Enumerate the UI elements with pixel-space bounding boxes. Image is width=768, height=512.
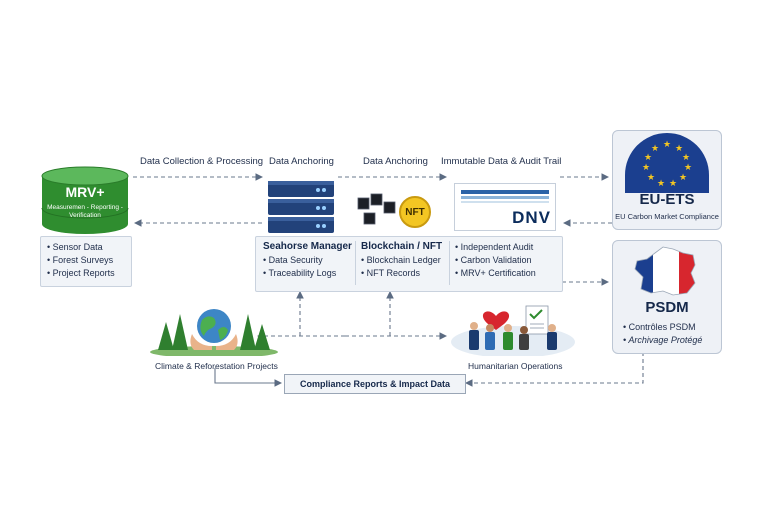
france-map-icon bbox=[623, 245, 709, 297]
blockchain-item: NFT Records bbox=[361, 267, 442, 280]
humanitarian-illustration bbox=[448, 302, 578, 356]
audit-section: Independent Audit Carbon Validation MRV+… bbox=[455, 241, 536, 280]
svg-text:★: ★ bbox=[684, 163, 692, 173]
psdm-item: Archivage Protégé bbox=[623, 334, 702, 347]
label-data-anchoring-2: Data Anchoring bbox=[363, 156, 428, 167]
mrv-data-panel: Sensor Data Forest Surveys Project Repor… bbox=[40, 236, 132, 287]
seahorse-item: Data Security bbox=[263, 254, 352, 267]
svg-text:★: ★ bbox=[682, 153, 690, 163]
panel-divider bbox=[355, 241, 356, 285]
mrv-item: Forest Surveys bbox=[47, 254, 115, 267]
svg-text:★: ★ bbox=[675, 144, 683, 154]
eu-ets-title: EU-ETS bbox=[639, 191, 695, 208]
eu-ets-subtitle: EU Carbon Market Compliance bbox=[615, 212, 719, 221]
blockchain-section: Blockchain / NFT Blockchain Ledger NFT R… bbox=[361, 241, 442, 280]
mrv-item: Sensor Data bbox=[47, 241, 115, 254]
svg-text:★: ★ bbox=[663, 140, 671, 150]
svg-text:★: ★ bbox=[657, 179, 665, 189]
audit-item: Carbon Validation bbox=[455, 254, 536, 267]
climate-reforestation-illustration bbox=[148, 300, 280, 356]
mrv-database-icon: MRV+ Measuremen - Reporting - Verificati… bbox=[40, 166, 130, 236]
blockchain-cubes-icon bbox=[355, 192, 397, 228]
eu-flag-icon: ★★★ ★★★ ★★★ ★★ bbox=[625, 133, 709, 193]
eu-ets-card: ★★★ ★★★ ★★★ ★★ EU-ETS EU Carbon Market C… bbox=[612, 130, 722, 230]
dnv-wordmark: DNV bbox=[512, 208, 551, 227]
label-data-anchoring-1: Data Anchoring bbox=[269, 156, 334, 167]
seahorse-title: Seahorse Manager bbox=[263, 241, 352, 252]
server-stack-icon bbox=[268, 181, 334, 233]
seahorse-item: Traceability Logs bbox=[263, 267, 352, 280]
label-data-collection: Data Collection & Processing bbox=[140, 156, 264, 167]
label-audit-trail: Immutable Data & Audit Trail bbox=[441, 156, 562, 167]
mrv-item: Project Reports bbox=[47, 267, 115, 280]
label-climate-projects: Climate & Reforestation Projects bbox=[155, 361, 278, 371]
svg-text:★: ★ bbox=[679, 173, 687, 183]
compliance-reports-box: Compliance Reports & Impact Data bbox=[284, 374, 466, 394]
svg-text:★: ★ bbox=[651, 144, 659, 154]
blockchain-title: Blockchain / NFT bbox=[361, 241, 443, 252]
svg-text:★: ★ bbox=[647, 173, 655, 183]
psdm-title: PSDM bbox=[645, 299, 689, 316]
mrv-title: MRV+ bbox=[65, 184, 105, 200]
psdm-card: PSDM Contrôles PSDM Archivage Protégé bbox=[612, 240, 722, 354]
nft-coin-badge: NFT bbox=[399, 196, 431, 228]
svg-text:★: ★ bbox=[644, 153, 652, 163]
label-humanitarian-operations: Humanitarian Operations bbox=[468, 361, 563, 371]
audit-item: MRV+ Certification bbox=[455, 267, 536, 280]
svg-text:★: ★ bbox=[642, 163, 650, 173]
arrow-psdm-to-compliance bbox=[464, 352, 644, 387]
dnv-stripe-top bbox=[461, 190, 549, 194]
blockchain-item: Blockchain Ledger bbox=[361, 254, 442, 267]
dnv-logo: DNV bbox=[454, 183, 556, 231]
dnv-stripe-mid bbox=[461, 196, 549, 199]
audit-item: Independent Audit bbox=[455, 241, 536, 254]
middle-info-panel: Seahorse Manager Data Security Traceabil… bbox=[255, 236, 563, 292]
svg-text:★: ★ bbox=[669, 179, 677, 189]
seahorse-section: Seahorse Manager Data Security Traceabil… bbox=[263, 241, 352, 280]
panel-divider bbox=[449, 241, 450, 285]
psdm-item: Contrôles PSDM bbox=[623, 321, 702, 334]
mrv-subtitle: Measuremen - Reporting - Verification bbox=[47, 204, 123, 219]
dnv-stripe-low bbox=[461, 201, 549, 203]
arrow-climate-to-compliance bbox=[214, 368, 283, 387]
